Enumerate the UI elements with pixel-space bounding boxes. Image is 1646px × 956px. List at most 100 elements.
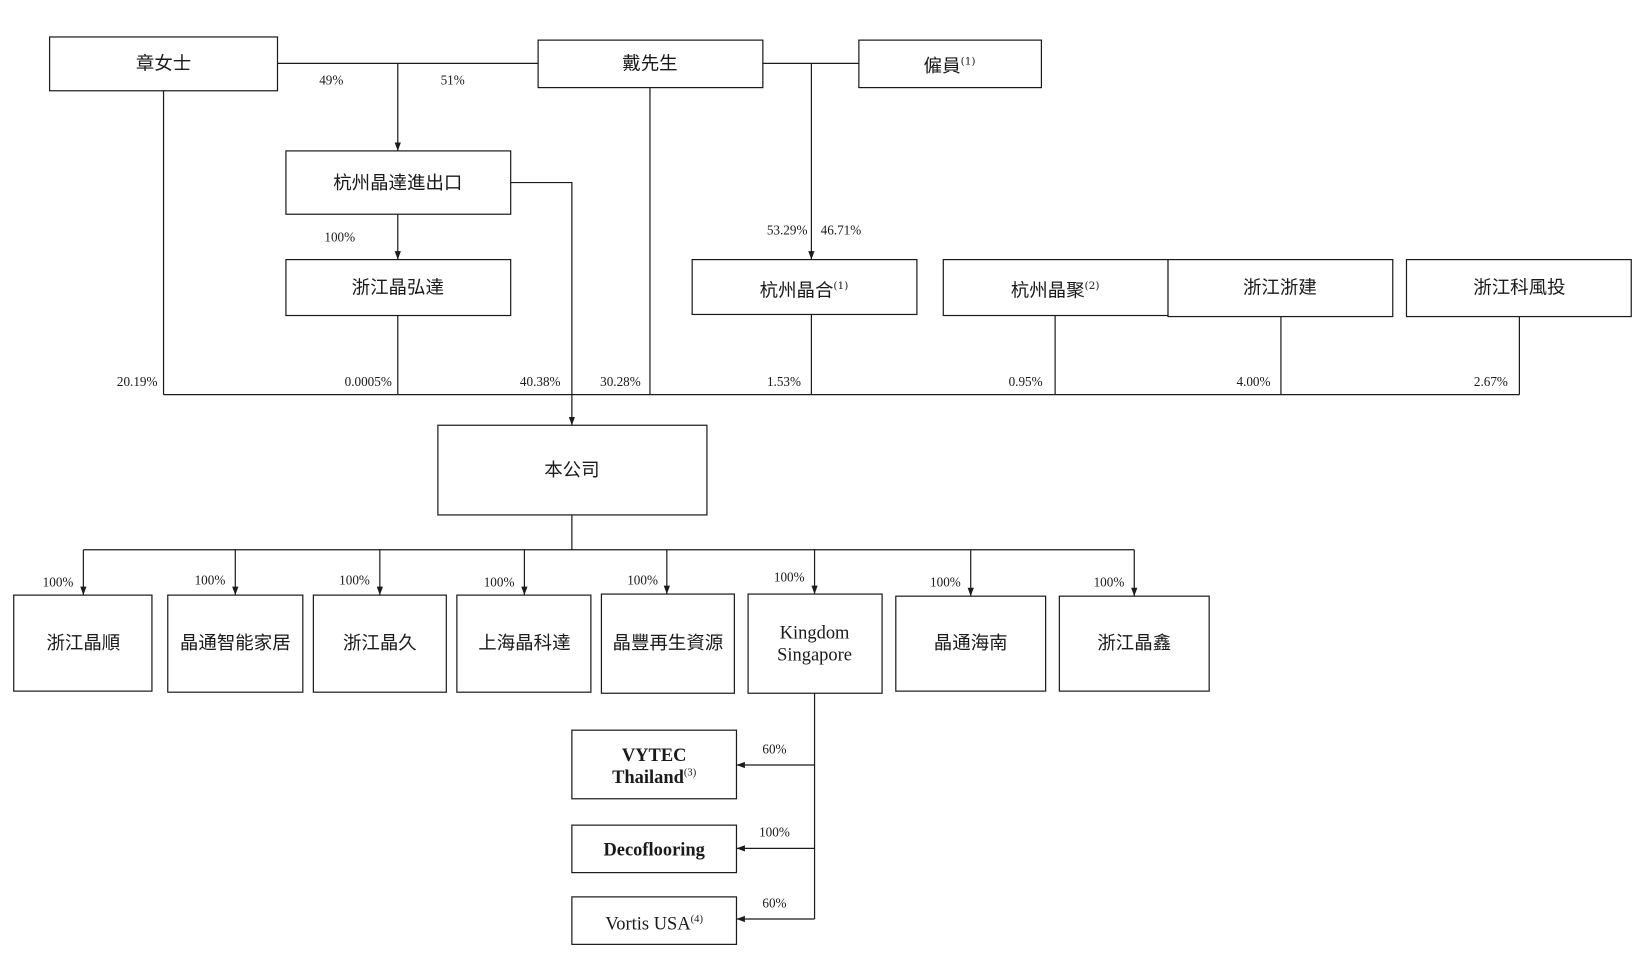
node-jinghe-label: 杭州晶合(1) — [760, 280, 849, 301]
subsidiary-decoflooring: Decoflooring — [571, 824, 738, 874]
subsidiary-zhejiang-jingxin-label: 浙江晶鑫 — [1097, 633, 1171, 654]
subsidiary-vortis-usa-name: Vortis USA — [605, 914, 691, 934]
node-employees: 僱員(1) — [858, 39, 1043, 89]
node-jinghongda-box — [285, 258, 512, 317]
node-kefengtou-label: 浙江科風投 — [1473, 277, 1565, 298]
subsidiary-jingtong-smart-home-box — [167, 594, 304, 693]
subsidiary-vytec-thailand-note: (3) — [684, 768, 697, 779]
node-jingda-import-export: 杭州晶達進出口 — [285, 150, 512, 215]
subsidiary-vortis-usa-note: (4) — [691, 914, 704, 925]
node-mr-dai-box — [537, 39, 764, 89]
subsidiary-zhejiang-jingxin: 浙江晶鑫 — [1058, 595, 1210, 692]
subsidiary-decoflooring-box — [571, 824, 738, 874]
stake-mr-dai-in-jinghe: 53.29% — [767, 222, 808, 237]
subsidiary-zhejiang-jingjiu: 浙江晶久 — [312, 594, 447, 693]
stake-company-jingda-import-export: 40.38% — [520, 374, 561, 389]
stake-employees-in-jinghe: 46.71% — [821, 222, 862, 237]
node-ms-zhang-label: 章女士 — [136, 54, 191, 75]
node-zhejian: 浙江浙建 — [1167, 258, 1394, 318]
node-jinghe: 杭州晶合(1) — [691, 258, 918, 316]
subsidiary-zhejiang-jingshun-box — [13, 594, 153, 692]
subsidiary-jingfeng-recycling-box — [600, 593, 735, 694]
node-employees-name: 僱員 — [924, 56, 961, 77]
node-jingda-import-export-box — [285, 150, 512, 215]
stake-subsidiary-jingfeng-recycling: 100% — [627, 573, 658, 588]
subsidiary-zhejiang-jingshun: 浙江晶順 — [13, 594, 153, 692]
subsidiary-vytec-thailand-label-line-2: Thailand(3) — [612, 767, 697, 787]
node-employees-note: (1) — [961, 55, 976, 67]
subsidiary-shanghai-jingkeda-label: 上海晶科達 — [478, 633, 570, 654]
subsidiary-vytec-thailand: VYTEC Thailand(3) — [571, 729, 738, 800]
subsidiary-decoflooring-label: Decoflooring — [603, 840, 705, 860]
subsidiary-vortis-usa-box — [571, 896, 738, 945]
node-jingju-name: 杭州晶聚 — [1011, 281, 1085, 302]
stake-company-kefengtou: 2.67% — [1474, 374, 1508, 389]
subsidiary-jingfeng-recycling-label: 晶豐再生資源 — [613, 633, 724, 654]
node-zhejian-box — [1167, 258, 1394, 318]
stake-company-zhejian: 4.00% — [1236, 374, 1270, 389]
node-jinghe-name: 杭州晶合 — [760, 281, 834, 302]
stake-ms-zhang-in-jingda-import-export: 49% — [319, 72, 343, 87]
subsidiary-jingtong-smart-home: 晶通智能家居 — [167, 594, 304, 693]
node-jinghe-note: (1) — [833, 280, 848, 292]
subsidiary-zhejiang-jingjiu-box — [312, 594, 447, 693]
subsidiary-vytec-thailand-name-line-2: Thailand — [612, 767, 685, 787]
subsidiary-jingtong-hainan-box — [895, 595, 1047, 692]
stake-company-jinghe: 1.53% — [767, 374, 801, 389]
subsidiary-jingfeng-recycling: 晶豐再生資源 — [600, 593, 735, 694]
stake-decoflooring: 100% — [759, 825, 790, 840]
node-kefengtou: 浙江科風投 — [1405, 258, 1632, 318]
node-employees-label: 僱員(1) — [924, 55, 976, 76]
node-jinghe-box — [691, 258, 918, 316]
node-company-box — [437, 424, 708, 516]
stake-vortis-usa: 60% — [762, 895, 786, 910]
subsidiary-zhejiang-jingjiu-label: 浙江晶久 — [343, 633, 417, 654]
stake-company-jinghongda: 0.0005% — [345, 374, 392, 389]
subsidiary-jingtong-hainan-label: 晶通海南 — [934, 633, 1008, 654]
stake-subsidiary-shanghai-jingkeda: 100% — [484, 575, 515, 590]
subsidiary-jingtong-smart-home-label: 晶通智能家居 — [180, 633, 291, 654]
node-zhejian-label: 浙江浙建 — [1243, 277, 1317, 298]
stake-subsidiary-zhejiang-jingshun: 100% — [43, 575, 74, 590]
subsidiary-kingdom-singapore-label-line-2: Singapore — [777, 645, 852, 665]
stake-vytec-thailand: 60% — [762, 741, 786, 756]
node-company-label: 本公司 — [544, 460, 599, 481]
subsidiary-shanghai-jingkeda-box — [456, 594, 592, 693]
stake-mr-dai-in-jingda-import-export: 51% — [441, 72, 465, 87]
stake-subsidiary-kingdom-singapore: 100% — [774, 569, 805, 584]
node-kefengtou-box — [1405, 258, 1632, 318]
subsidiary-vortis-usa: Vortis USA(4) — [571, 896, 738, 945]
stake-company-ms-zhang: 20.19% — [117, 374, 158, 389]
node-ms-zhang: 章女士 — [48, 36, 279, 92]
arrow-jingda-import-export-to-company — [510, 181, 576, 426]
node-mr-dai: 戴先生 — [537, 39, 764, 89]
subsidiary-shanghai-jingkeda: 上海晶科達 — [456, 594, 592, 693]
stake-company-jingju: 0.95% — [1009, 374, 1043, 389]
subsidiary-vortis-usa-label: Vortis USA(4) — [605, 914, 703, 934]
node-ms-zhang-box — [48, 36, 279, 92]
stake-company-mr-dai: 30.28% — [600, 374, 641, 389]
subsidiary-kingdom-singapore: Kingdom Singapore — [747, 593, 883, 694]
node-jingju-box — [942, 258, 1169, 317]
node-jingju: 杭州晶聚(2) — [942, 258, 1169, 317]
subsidiary-vytec-thailand-label-line-1: VYTEC — [622, 745, 687, 765]
node-jingju-label: 杭州晶聚(2) — [1011, 280, 1100, 301]
stake-subsidiary-jingtong-hainan: 100% — [930, 575, 961, 590]
node-jingju-note: (2) — [1085, 280, 1100, 292]
subsidiary-kingdom-singapore-label-line-1: Kingdom — [780, 622, 850, 642]
subsidiary-vytec-thailand-box — [571, 729, 738, 800]
node-jinghongda: 浙江晶弘達 — [285, 258, 512, 317]
subsidiary-zhejiang-jingshun-label: 浙江晶順 — [46, 633, 120, 654]
subsidiary-jingtong-hainan: 晶通海南 — [895, 595, 1047, 692]
node-employees-box — [858, 39, 1043, 89]
stake-subsidiary-zhejiang-jingjiu: 100% — [339, 573, 370, 588]
stake-subsidiary-jingtong-smart-home: 100% — [195, 573, 226, 588]
subsidiary-kingdom-singapore-box — [747, 593, 883, 694]
stake-subsidiary-zhejiang-jingxin: 100% — [1094, 575, 1125, 590]
subsidiary-zhejiang-jingxin-box — [1058, 595, 1210, 692]
node-jingda-import-export-label: 杭州晶達進出口 — [333, 173, 462, 194]
stake-labels: 49% 51% 100% 53.29% 46.71% 20.19% 0.0005… — [43, 72, 1508, 910]
connector-lines — [80, 62, 1520, 923]
